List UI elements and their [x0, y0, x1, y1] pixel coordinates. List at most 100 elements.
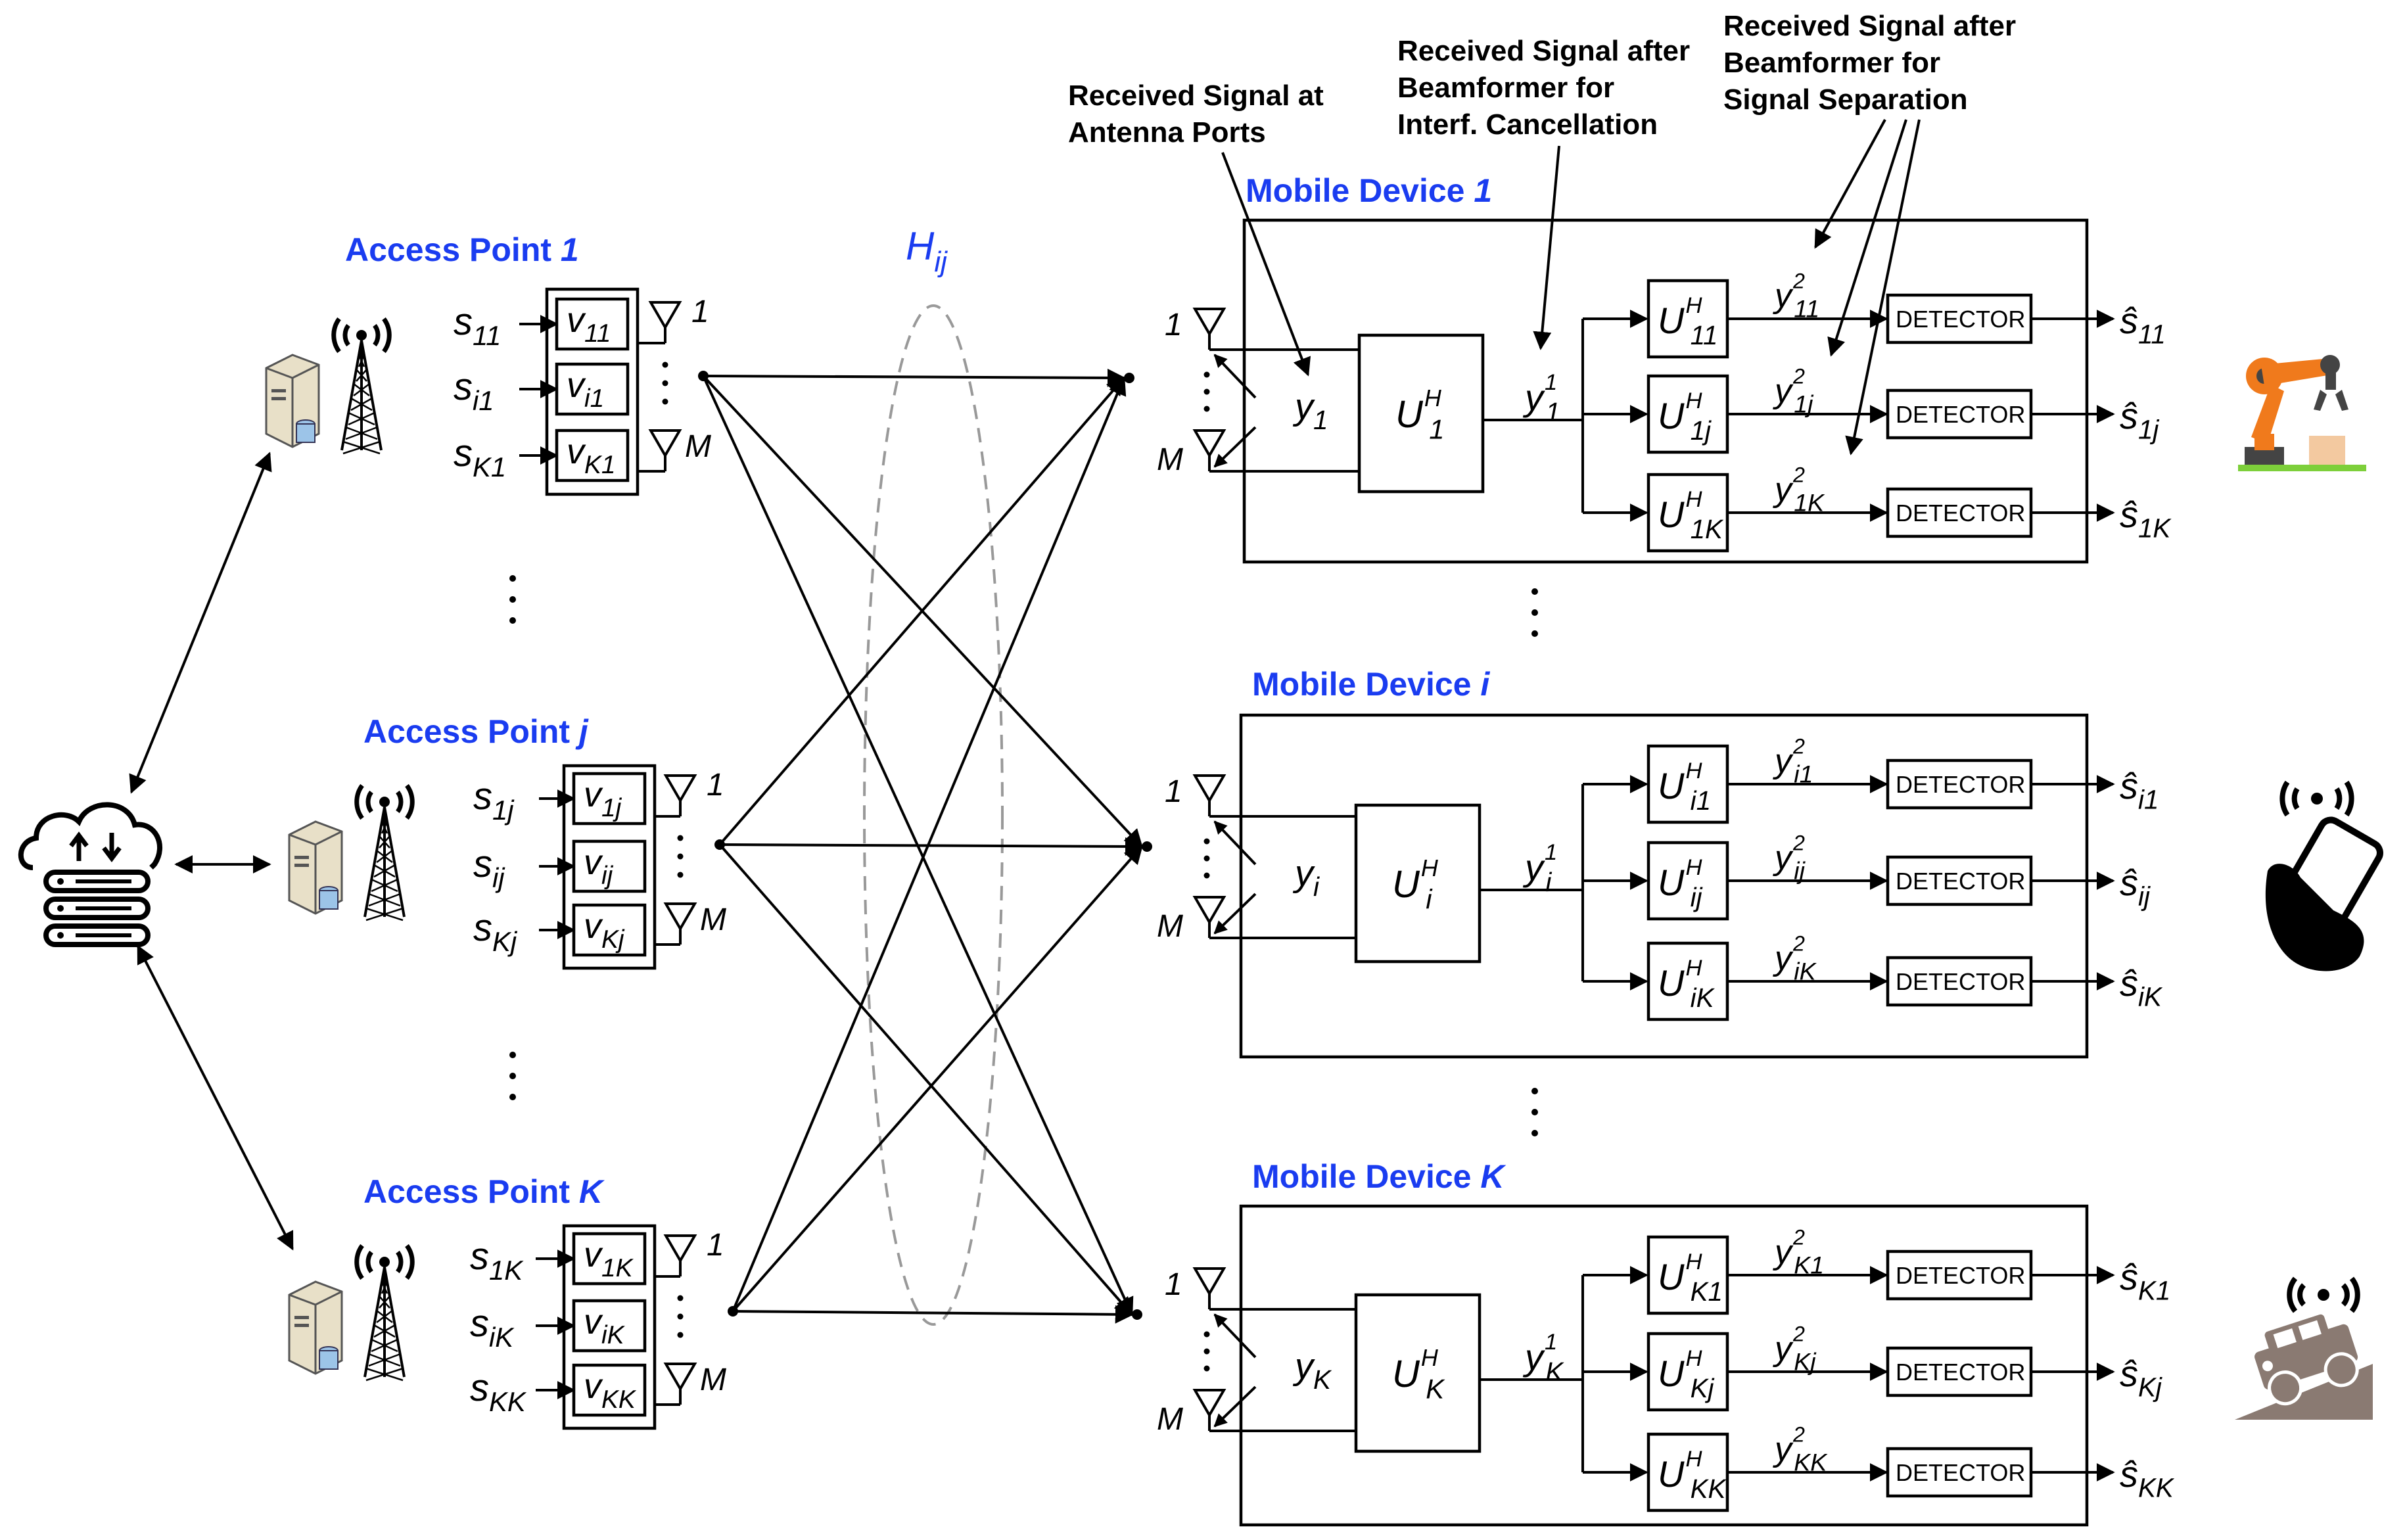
mobile-device-1-separation-beamformer-label-2-sub: iK — [1691, 983, 1716, 1013]
mobile-device-0-stage1-signal-sup: 1 — [1545, 370, 1557, 395]
mobile-device-0-estimate-1-base: ŝ — [2120, 395, 2138, 436]
access-point-1-antenna-tower-icon-brace-b — [368, 893, 401, 907]
mobile-device-2-separation-beamformer-1 — [1646, 1332, 1729, 1412]
channel-link-ap2-md0 — [732, 376, 1127, 1312]
mobile-device-2-title: Mobile Device K — [1252, 1158, 1506, 1195]
access-point-0-precoder-2 — [555, 429, 630, 482]
access-point-0-symbol-s-0: s11 — [454, 300, 501, 351]
mobile-device-1-antenna-label-M: M — [1157, 909, 1183, 944]
access-point-2-precoder-label-1: viK — [584, 1302, 626, 1349]
annotation-interf-line3: Interf. Cancellation — [1397, 108, 1658, 141]
access-point-1-precoder-label-2-base: v — [584, 906, 603, 946]
mobile-device-0-separation-beamformer-label-0-sup: H — [1685, 293, 1702, 318]
mobile-device-0-separation-beamformer-label-2-sup: H — [1685, 487, 1702, 512]
access-point-1-antenna-1-triangle — [663, 774, 697, 803]
mobile-device-0-interference-beamformer-label-sup: H — [1424, 385, 1441, 411]
mobile-device-1-antenna-dot-0 — [1203, 838, 1210, 845]
mobile-device-2-port-arrow-M — [1213, 1386, 1257, 1428]
vertical-ellipsis-0-dot-0 — [509, 575, 516, 582]
mobile-device-0-separation-beamformer-label-0-base: U — [1658, 300, 1685, 341]
mobile-device-2-received-label-base: y — [1292, 1345, 1315, 1387]
mobile-device-2-stage1-signal-sup: 1 — [1545, 1330, 1557, 1355]
access-point-0-server-icon-slot-1 — [271, 389, 286, 392]
mobile-device-1-detector-label-0: DETECTOR — [1896, 771, 2025, 798]
access-point-2-symbol-s-1: siK — [470, 1302, 515, 1353]
annotation-sep-line1: Received Signal after — [1723, 10, 2016, 42]
access-point-2-antenna-M-triangle — [663, 1363, 697, 1391]
access-point-0-title: Access Point 1 — [345, 231, 579, 268]
mobile-device-2-separation-beamformer-label-0-sup: H — [1685, 1249, 1702, 1274]
mobile-device-2-antenna-1-triangle — [1192, 1267, 1226, 1296]
mobile-device-2-stage2-signal-2-sup: 2 — [1792, 1422, 1805, 1446]
mobile-device-1-separation-beamformer-1 — [1646, 841, 1729, 921]
mobile-device-1-rx-node — [1142, 841, 1152, 852]
annotation-antenna-ports-line2: Antenna Ports — [1068, 116, 1266, 149]
access-point-2-symbol-s-2-sub: KK — [489, 1386, 527, 1417]
access-point-0-antenna-M — [648, 429, 682, 471]
channel-label-base: H — [906, 224, 935, 268]
access-point-1-symbol-s-0: s1j — [473, 775, 515, 826]
mobile-device-1-antenna-M-triangle — [1192, 896, 1226, 925]
backhaul-links — [129, 452, 294, 1251]
mobile-device-0-antenna-dot-1 — [1203, 388, 1210, 395]
mobile-device-2-received-label-sub: K — [1313, 1365, 1332, 1395]
access-point-2-precoder-label-2-sub: KK — [601, 1386, 637, 1414]
annotation-interf-line1: Received Signal after — [1397, 35, 1690, 67]
mobile-device-1-frame — [1239, 713, 2089, 1059]
mobile-device-1-title: Mobile Device i — [1252, 666, 1490, 703]
mobile-device-2-estimate-2-sub: KK — [2138, 1473, 2175, 1503]
access-point-1-title: Access Point j — [363, 713, 589, 750]
mobile-device-2-separation-beamformer-label-1-sup: H — [1685, 1346, 1702, 1371]
mobile-device-1-port-arrow-1 — [1213, 820, 1257, 866]
mobile-device-2-detector-0 — [1886, 1249, 2033, 1301]
mobile-device-0-estimate-2-sub: 1K — [2138, 513, 2172, 544]
access-point-1-antenna-1 — [663, 774, 697, 816]
mobile-device-1-stage2-signal-2-sub: iK — [1794, 958, 1817, 985]
access-point-2-symbol-s-1-base: s — [470, 1302, 489, 1345]
access-point-1-antenna-label-1: 1 — [707, 768, 724, 803]
mobile-device-2-stage2-signal-2-sub: KK — [1794, 1449, 1828, 1476]
access-point-2-title: Access Point K — [363, 1173, 605, 1210]
access-point-0-precoder-label-0: v11 — [567, 300, 611, 348]
access-point-0-antenna-label-1: 1 — [691, 294, 709, 329]
mobile-device-0-detector-label-0: DETECTOR — [1896, 306, 2025, 333]
mobile-device-1-estimate-2: ŝiK — [2120, 962, 2163, 1012]
channel-link-ap1-md0 — [718, 376, 1125, 846]
vertical-ellipsis-3-dot-1 — [1531, 1109, 1538, 1115]
mobile-device-2-estimate-2-base: ŝ — [2120, 1453, 2138, 1495]
mobile-device-2-separation-beamformer-label-1-sub: Kj — [1691, 1373, 1715, 1403]
access-point-1-symbol-s-1: sij — [473, 843, 505, 893]
vertical-ellipsis-1-dot-2 — [509, 1094, 516, 1100]
access-point-2-antenna-dot-2 — [677, 1332, 684, 1338]
mobile-device-1-antenna-dot-1 — [1203, 855, 1210, 862]
access-point-1-precoder-label-1: vij — [584, 843, 614, 890]
mobile-device-1-separation-beamformer-label-2-sup: H — [1685, 956, 1702, 981]
mobile-device-0-stage2-signal-1-sub: 1j — [1794, 390, 1814, 418]
access-point-2-symbol-s-2-base: s — [470, 1366, 489, 1409]
mobile-device-0-interference-beamformer-label-base: U — [1395, 393, 1424, 436]
access-point-0-symbol-s-0-sub: 11 — [473, 320, 501, 351]
mobile-device-2-separation-beamformer-label-2-sub: KK — [1691, 1474, 1727, 1504]
access-point-0-antenna-tower-icon-brace-b — [342, 440, 381, 455]
access-point-1-antenna-tower-icon-brace-b — [376, 850, 393, 863]
mobile-device-0-estimate-0-sub: 11 — [2138, 319, 2166, 350]
access-point-2-antenna-tower-icon-wave-l1 — [365, 1250, 373, 1274]
channel-label-sub: ij — [934, 246, 948, 278]
vertical-ellipsis-1-dot-1 — [509, 1073, 516, 1079]
mobile-device-0-title-text: Mobile Device — [1246, 172, 1474, 209]
mobile-device-2-estimate-0-sub: K1 — [2138, 1276, 2170, 1306]
access-point-0-antenna-tower-icon-legs — [340, 340, 383, 451]
mobile-device-1-interference-beamformer — [1354, 803, 1482, 964]
access-point-1-server-icon-slot-2 — [294, 864, 309, 867]
mobile-device-0-antenna-dot-0 — [1203, 371, 1210, 378]
mobile-device-2-separation-beamformer-label-1-base: U — [1658, 1353, 1685, 1394]
vertical-ellipsis-3-dot-2 — [1531, 1130, 1538, 1136]
